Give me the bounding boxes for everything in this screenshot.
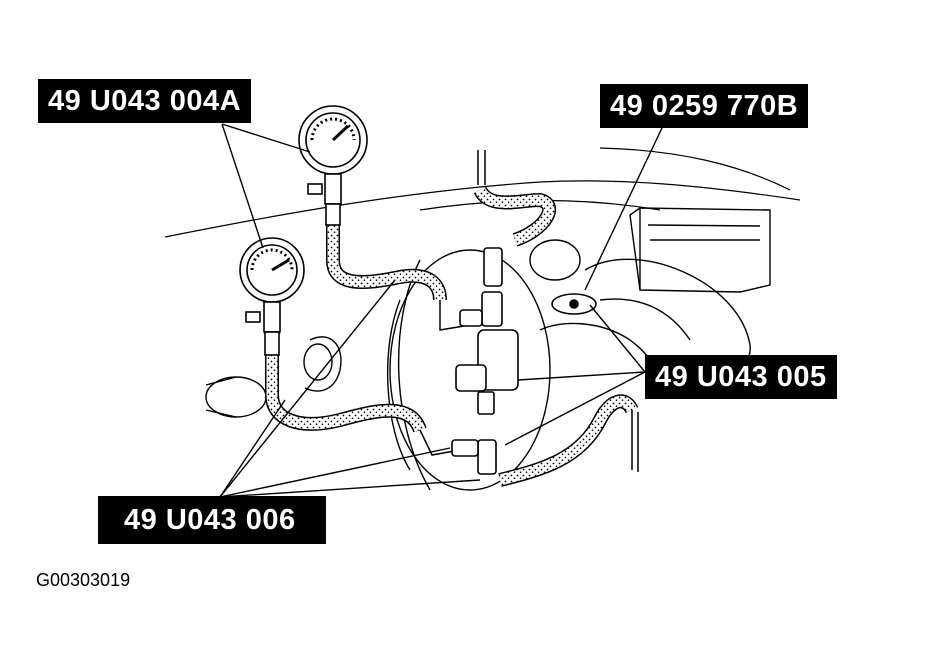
callout-joint: 49 U043 005 <box>645 355 837 399</box>
brake-lines <box>419 150 639 472</box>
callout-gauge-set: 49 U043 004A <box>38 79 252 123</box>
callout-hoses: 49 U043 006 <box>98 496 326 544</box>
callout-adapter: 49 0259 770B <box>600 84 809 128</box>
brake-booster <box>386 249 551 491</box>
vehicle-body-lines <box>164 147 801 238</box>
upper-pressure-gauge <box>298 105 368 226</box>
lower-pressure-gauge <box>239 237 305 356</box>
figure-id: G00303019 <box>36 570 131 590</box>
wheel-hub <box>205 336 342 418</box>
test-hoses <box>265 185 639 487</box>
fluid-reservoir <box>529 207 771 293</box>
leader-lines <box>219 123 663 498</box>
proportioning-valve <box>451 247 597 475</box>
